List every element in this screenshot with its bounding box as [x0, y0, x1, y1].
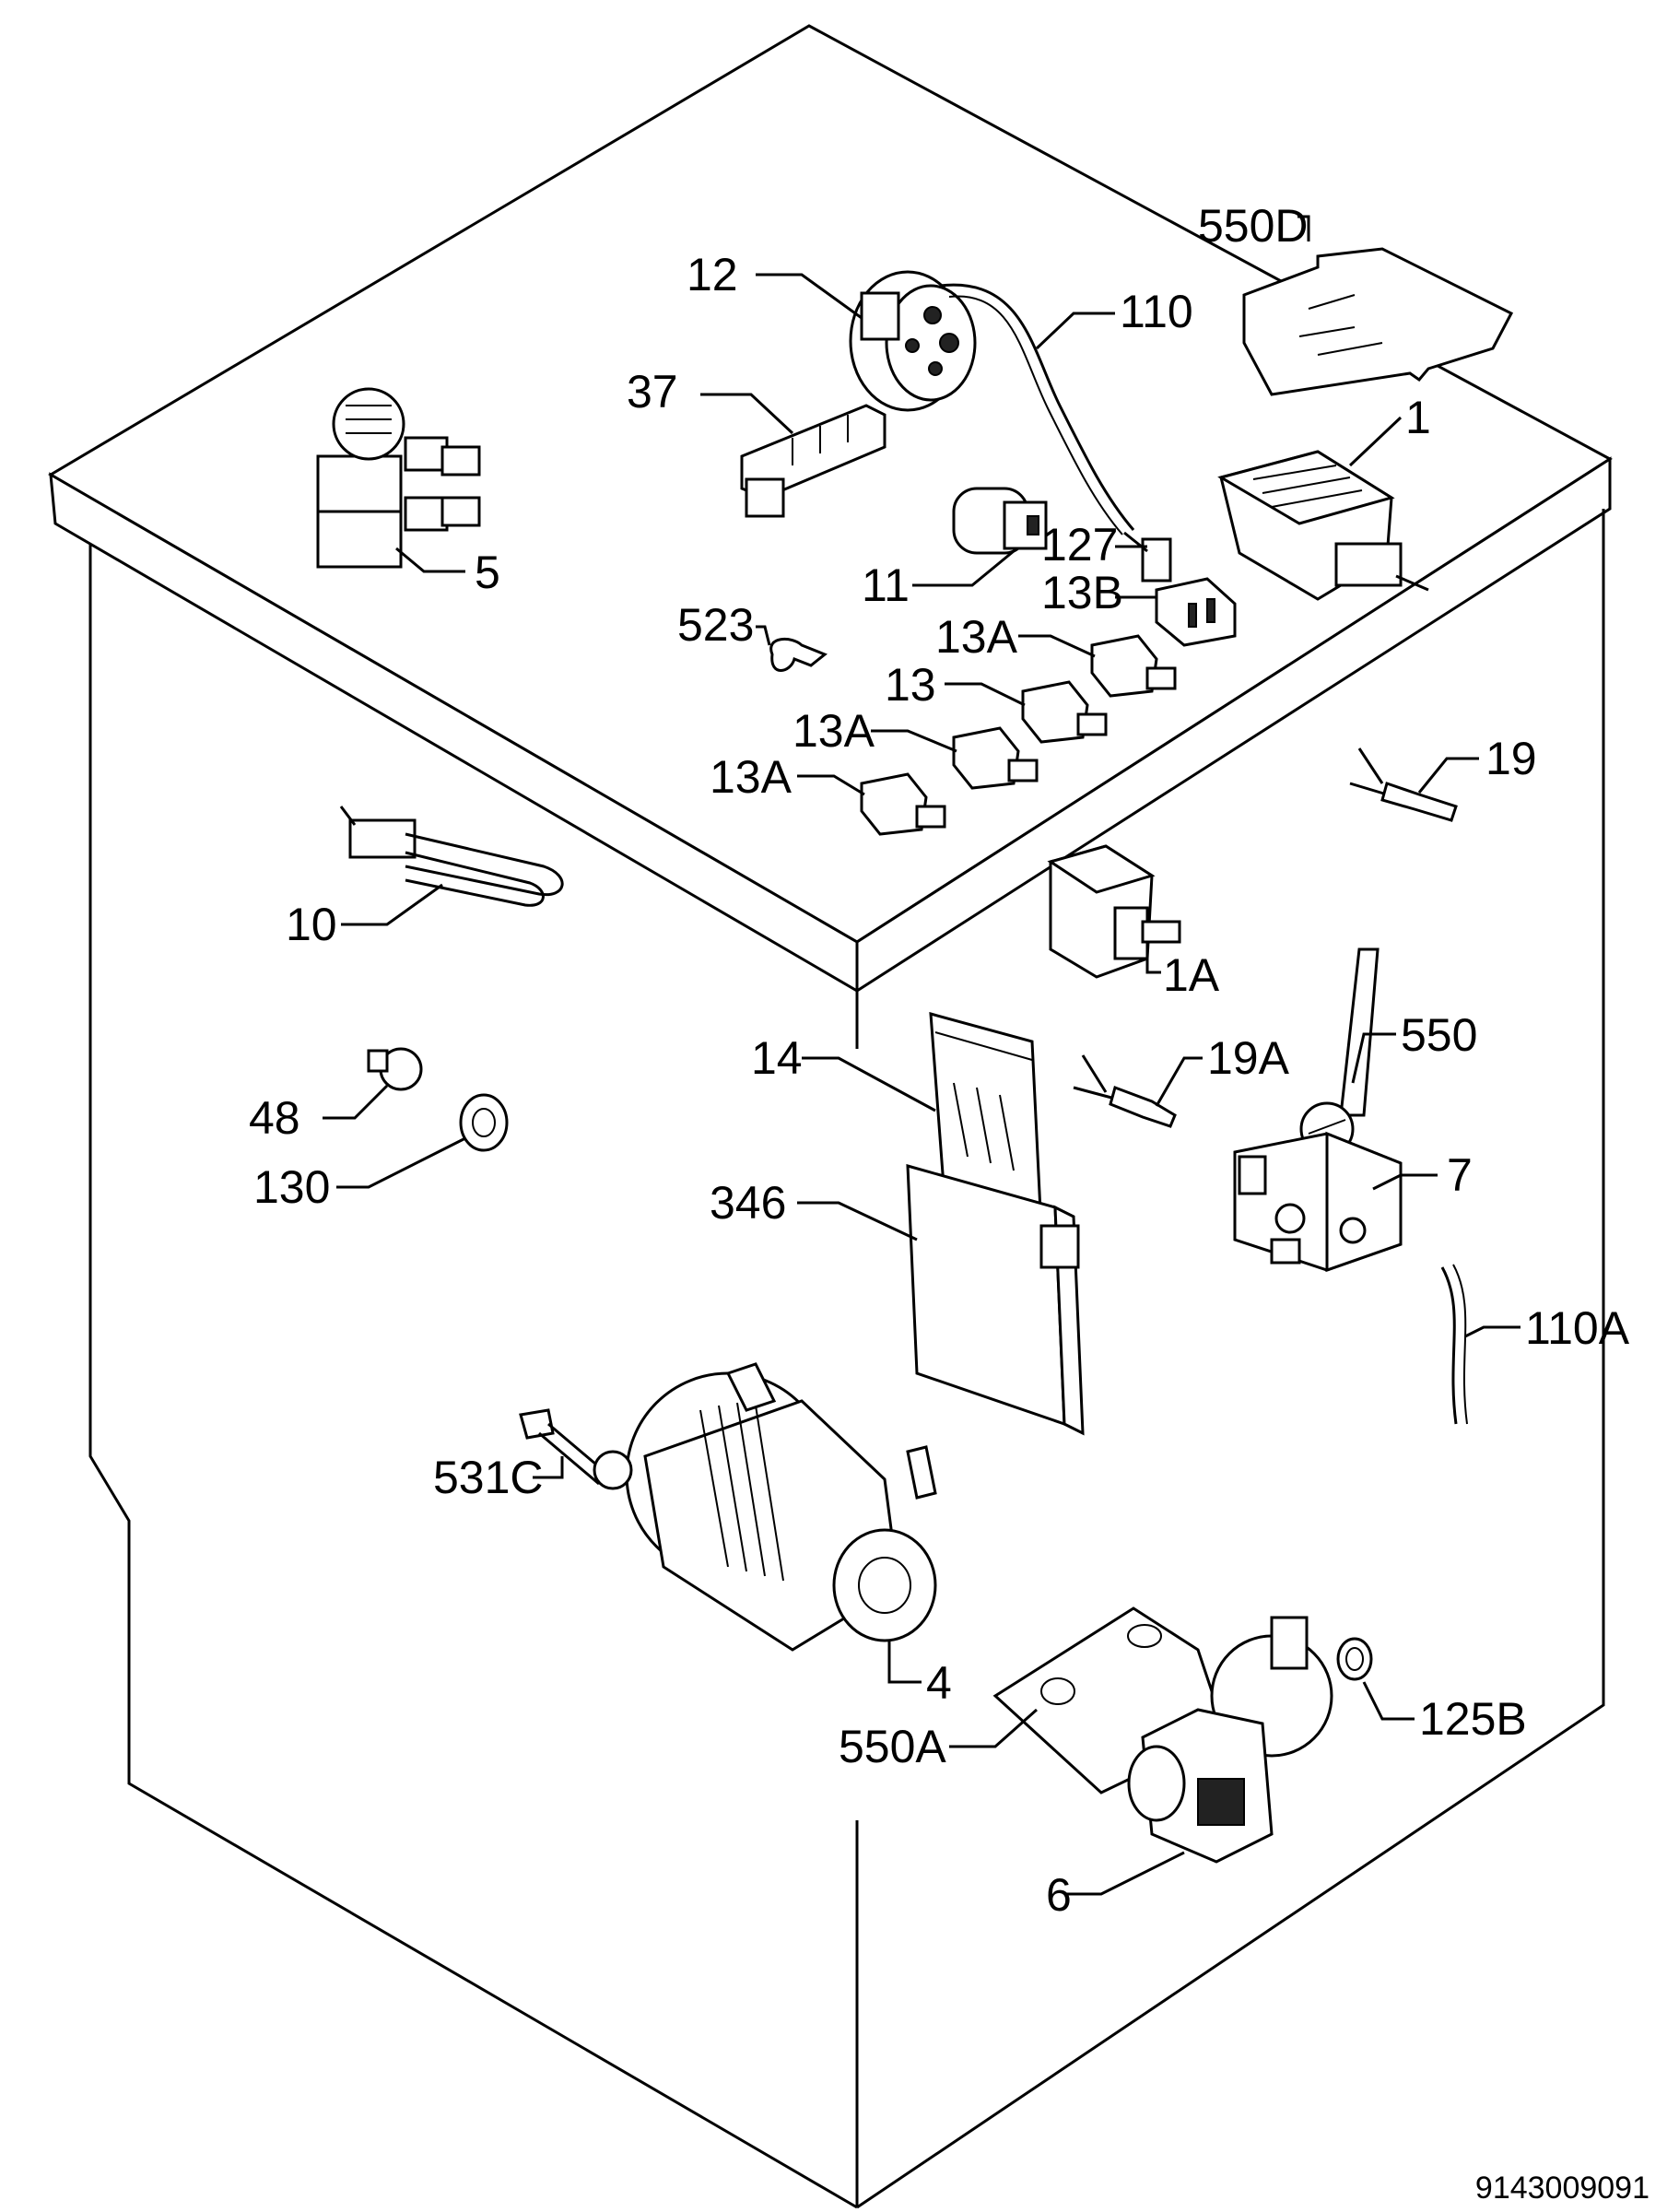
nut-130 [459, 1093, 509, 1152]
label-6: 6 [1046, 1869, 1072, 1921]
cover-plate-550d [1242, 247, 1514, 396]
label-130: 130 [253, 1161, 330, 1213]
label-13a-2: 13A [793, 705, 875, 757]
cabinet-front-side [88, 544, 858, 2209]
thermostat-48 [367, 1047, 423, 1091]
label-13a-3: 13A [710, 751, 793, 803]
heater-element-10 [339, 806, 564, 907]
label-550: 550 [1401, 1009, 1477, 1061]
label-12: 12 [687, 249, 738, 300]
label-13: 13 [885, 659, 936, 711]
label-127: 127 [1041, 519, 1118, 571]
label-19: 19 [1485, 733, 1537, 784]
label-4: 4 [926, 1657, 952, 1709]
clip-523 [769, 637, 828, 672]
label-550d: 550D [1198, 200, 1309, 252]
label-37: 37 [627, 366, 678, 418]
hose-110 [939, 283, 1135, 531]
capacitor-11 [952, 487, 1048, 555]
label-13b: 13B [1041, 567, 1123, 618]
cabinet-top-right-edge [855, 456, 1612, 994]
sensor-19 [1349, 747, 1458, 822]
inlet-valve-5 [316, 387, 481, 569]
part-labels: 550D 12 110 37 1 5 127 11 13B 523 13A 13… [249, 200, 1630, 1921]
connector-13a-1 [1090, 634, 1177, 698]
label-13a-1: 13A [935, 611, 1018, 663]
cabinet-right-side [856, 509, 1605, 2209]
programmer-1 [1217, 450, 1429, 601]
label-531c: 531C [433, 1452, 544, 1503]
label-19a: 19A [1207, 1032, 1290, 1084]
label-346: 346 [710, 1177, 786, 1229]
module-card-14 [929, 1011, 1043, 1233]
label-1a: 1A [1163, 949, 1220, 1001]
lever-550 [1299, 947, 1380, 1157]
label-10: 10 [286, 899, 337, 950]
door-lock-7 [1233, 1131, 1403, 1273]
selector-switch-1a [1047, 844, 1181, 979]
connector-strip-37 [740, 404, 886, 518]
label-48: 48 [249, 1092, 300, 1144]
label-523: 523 [677, 599, 754, 651]
label-1: 1 [1405, 392, 1431, 443]
label-14: 14 [751, 1032, 803, 1084]
label-7: 7 [1447, 1149, 1473, 1201]
label-110a: 110A [1525, 1302, 1630, 1354]
cabinet-outline [48, 24, 1613, 2209]
pressure-switch-12 [849, 270, 977, 412]
cabinet-top [48, 24, 1613, 944]
connector-13b [1155, 577, 1237, 647]
leader-lines [323, 215, 1520, 1896]
label-550a: 550A [839, 1721, 946, 1772]
label-125b: 125B [1419, 1693, 1527, 1745]
label-11: 11 [862, 559, 910, 611]
connector-13a-2 [952, 726, 1039, 790]
hose-110a [1440, 1266, 1458, 1425]
connector-13-main [1021, 680, 1108, 744]
label-110: 110 [1120, 286, 1193, 337]
drain-pump-6 [1127, 1616, 1333, 1864]
drawing-reference-code: 9143009091 [1475, 2171, 1650, 2206]
motor-4 [593, 1362, 937, 1652]
housing-346 [906, 1163, 1085, 1436]
gasket-125b [1336, 1637, 1373, 1681]
connector-13a-3 [860, 772, 946, 836]
label-5: 5 [475, 547, 500, 598]
sensor-19a [1073, 1054, 1177, 1128]
